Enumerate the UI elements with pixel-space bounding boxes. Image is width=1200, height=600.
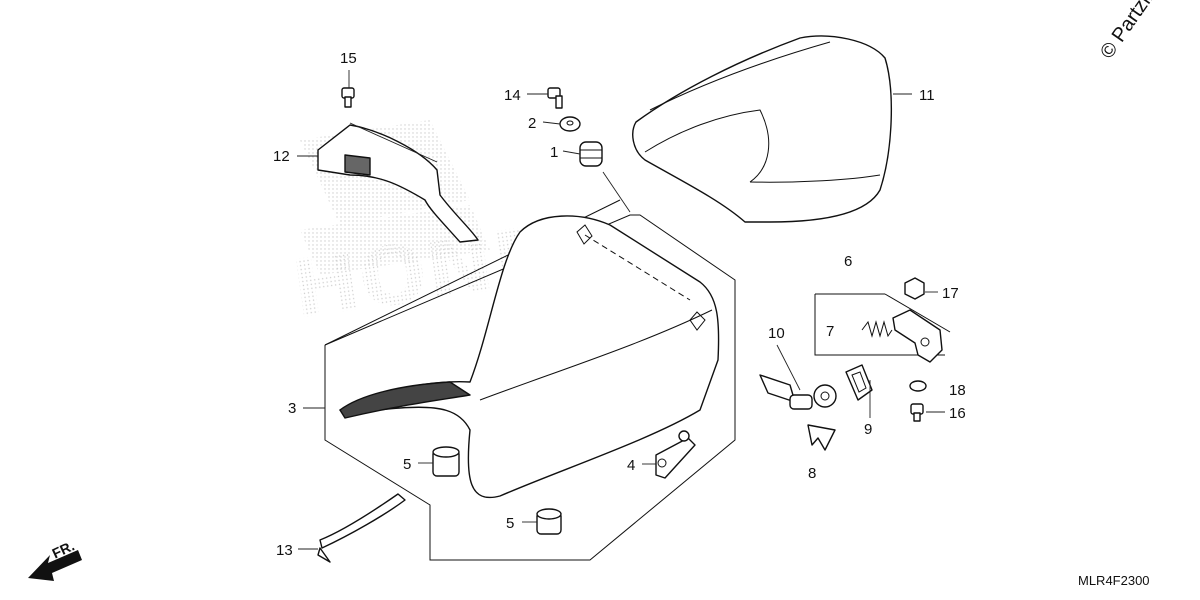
callout-7: 7 — [826, 323, 834, 340]
callout-9: 9 — [864, 421, 872, 438]
bolt-16[interactable] — [910, 403, 924, 422]
callout-10: 10 — [768, 325, 785, 342]
callout-3: 3 — [288, 400, 296, 417]
seat-strap[interactable] — [317, 493, 406, 563]
bolt-14[interactable] — [547, 87, 563, 109]
callout-1: 1 — [550, 144, 558, 161]
washer-18[interactable] — [909, 380, 927, 392]
main-seat[interactable] — [339, 215, 720, 499]
seat-bracket[interactable] — [317, 122, 479, 243]
bolt-15[interactable] — [341, 87, 355, 108]
callout-18: 18 — [949, 382, 966, 399]
lock-clip[interactable] — [807, 424, 836, 451]
callout-labels: 1 2 3 4 5 5 6 7 8 9 10 11 12 13 14 15 16… — [273, 50, 966, 559]
key-cylinder[interactable] — [759, 344, 837, 410]
grommet[interactable] — [579, 141, 603, 167]
callout-13: 13 — [276, 542, 293, 559]
callout-4: 4 — [627, 457, 635, 474]
callout-6: 6 — [844, 253, 852, 270]
callout-5a: 5 — [403, 456, 411, 473]
copyright-watermark: © Partzilla — [1096, 0, 1167, 63]
drawing-code: MLR4F2300 — [1078, 573, 1150, 588]
front-direction-arrow-icon — [28, 550, 82, 581]
lock-gasket[interactable] — [845, 364, 873, 401]
seat-cushion-rubber[interactable] — [432, 446, 562, 535]
stay-bracket[interactable] — [655, 430, 696, 479]
callout-17: 17 — [942, 285, 959, 302]
leader-lines — [297, 70, 945, 550]
callout-2: 2 — [528, 115, 536, 132]
rear-seat-pillion[interactable] — [632, 35, 893, 223]
callout-15: 15 — [340, 50, 357, 67]
callout-16: 16 — [949, 405, 966, 422]
callout-12: 12 — [273, 148, 290, 165]
callout-8: 8 — [808, 465, 816, 482]
callout-14: 14 — [504, 87, 521, 104]
callout-5b: 5 — [506, 515, 514, 532]
latch-bracket[interactable] — [892, 309, 943, 363]
washer[interactable] — [559, 116, 581, 132]
callout-11: 11 — [919, 87, 935, 104]
spring[interactable] — [861, 320, 893, 338]
nut-17[interactable] — [904, 277, 925, 300]
